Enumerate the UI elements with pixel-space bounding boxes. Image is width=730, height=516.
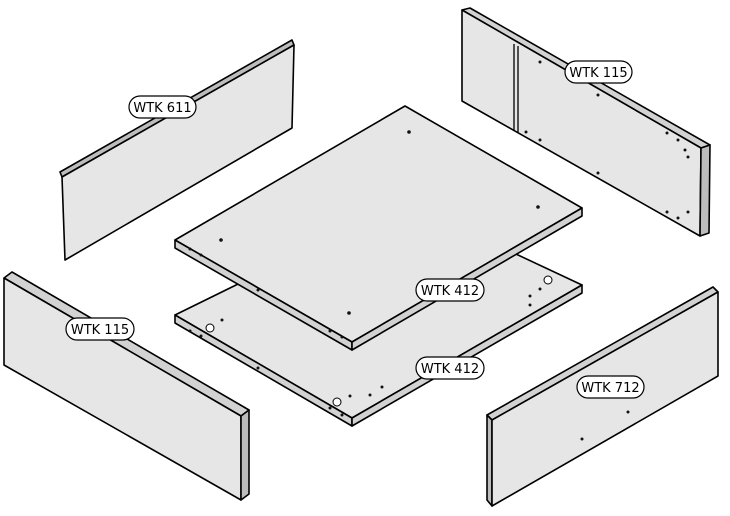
label-front-panel: WTK 712 — [576, 375, 645, 399]
label-back-panel: WTK 611 — [128, 95, 197, 119]
label-shelf-bottom-text: WTK 412 — [421, 362, 479, 377]
label-side-panel-left-text: WTK 115 — [71, 323, 129, 338]
label-shelf-bottom: WTK 412 — [415, 356, 485, 380]
side-panel-left — [3, 271, 250, 501]
label-side-panel-right: WTK 115 — [564, 60, 633, 84]
label-front-panel-text: WTK 712 — [581, 381, 639, 396]
label-back-panel-text: WTK 611 — [133, 101, 191, 116]
label-side-panel-left: WTK 115 — [65, 317, 135, 341]
front-panel — [486, 286, 719, 507]
label-shelf-top-text: WTK 412 — [421, 284, 479, 299]
label-side-panel-right-text: WTK 115 — [569, 66, 627, 81]
label-shelf-top: WTK 412 — [415, 278, 485, 302]
